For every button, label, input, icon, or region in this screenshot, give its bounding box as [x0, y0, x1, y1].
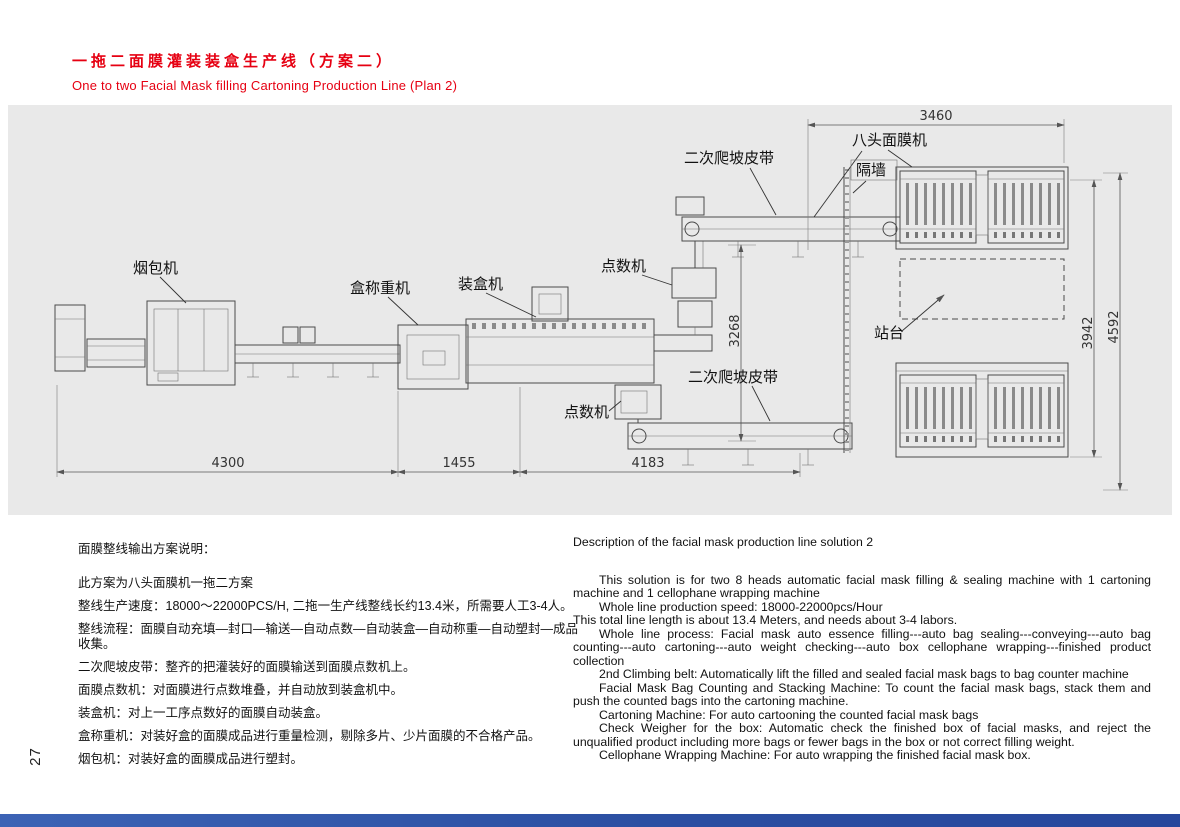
cellophane-machine-drawing: [54, 300, 236, 386]
zh-line-overview: 此方案为八头面膜机一拖二方案: [78, 576, 254, 590]
en-para-speed: Whole line production speed: 18000-22000…: [599, 599, 883, 614]
zh-line-process: 整线流程：面膜自动充填—封口—输送—自动点数—自动装盒—自动称重—自动塑封—成品…: [78, 622, 579, 651]
machine-labels: 烟包机 盒称重机 装盒机 点数机 二次爬坡皮带 八头面膜机 隔墙 站台 二次爬坡…: [133, 132, 945, 422]
zh-line-cellophane-machine: 烟包机：对装好盒的面膜成品进行塑封。: [78, 752, 304, 766]
dimension-4300-label: 4300: [211, 456, 244, 471]
counting-machine-top-drawing: [671, 241, 717, 335]
dimension-right-inner: 3942: [1070, 179, 1102, 458]
label-platform: 站台: [874, 325, 904, 342]
en-para-cartoning-machine: Cartoning Machine: For auto cartooning t…: [599, 707, 979, 722]
en-para-process: Whole line process: Facial mask auto ess…: [573, 626, 1151, 668]
counting-machine-bottom-drawing: [614, 384, 662, 423]
dimension-bottom-row: 4300 1455 4183: [56, 385, 801, 477]
label-eight-head-machine: 八头面膜机: [852, 132, 927, 149]
description-english: Description of the facial mask productio…: [573, 535, 1151, 763]
dimension-1455-label: 1455: [442, 456, 475, 471]
dimension-4592-label: 4592: [1107, 310, 1122, 343]
conveyor-drawing: [234, 326, 401, 378]
dimension-3268-label: 3268: [728, 314, 743, 347]
description-chinese: 面膜整线输出方案说明： 此方案为八头面膜机一拖二方案 整线生产速度：18000～…: [78, 538, 583, 775]
label-counting-machine-top: 点数机: [601, 258, 646, 275]
label-partition-wall: 隔墙: [856, 162, 886, 179]
climbing-belt-top-drawing: [675, 196, 901, 258]
cartoning-machine-drawing: [465, 286, 713, 384]
description-zh-heading: 面膜整线输出方案说明：: [78, 542, 216, 556]
description-en-heading: Description of the facial mask productio…: [573, 535, 874, 549]
dimension-3460-label: 3460: [919, 109, 952, 124]
label-cartoning-machine: 装盒机: [458, 276, 503, 293]
en-para-solution: This solution is for two 8 heads automat…: [573, 572, 1151, 600]
line-layout-drawing: 3460 3942 4592 3268 4300 1455 4183 烟包机: [54, 109, 1128, 491]
en-para-climbing-belt: 2nd Climbing belt: Automatically lift th…: [599, 667, 1129, 681]
label-check-weigher: 盒称重机: [350, 280, 410, 297]
en-para-cellophane-machine: Cellophane Wrapping Machine: For auto wr…: [599, 748, 1031, 762]
label-climbing-belt-top: 二次爬坡皮带: [684, 150, 774, 167]
page-header: 一拖二面膜灌装装盒生产线（方案二） One to two Facial Mask…: [72, 50, 457, 93]
zh-line-climbing-belt: 二次爬坡皮带：整齐的把灌装好的面膜输送到面膜点数机上。: [78, 660, 416, 674]
label-cellophane-machine: 烟包机: [133, 260, 178, 277]
page-title-chinese: 一拖二面膜灌装装盒生产线（方案二）: [72, 53, 396, 70]
footer-bar: [0, 814, 1180, 827]
zh-line-counting-machine: 面膜点数机：对面膜进行点数堆叠，并自动放到装盒机中。: [78, 683, 404, 697]
dimension-center-height: 3268: [728, 244, 756, 442]
production-line-diagram: 3460 3942 4592 3268 4300 1455 4183 烟包机: [8, 105, 1172, 515]
dimension-top-width: 3460: [807, 109, 1065, 250]
en-para-counting-machine: Facial Mask Bag Counting and Stacking Ma…: [573, 680, 1151, 708]
en-para-length: This total line length is about 13.4 Met…: [573, 613, 958, 627]
zh-line-cartoning-machine: 装盒机：对上一工序点数好的面膜自动装盒。: [78, 706, 329, 720]
label-counting-machine-bottom: 点数机: [564, 404, 609, 421]
zh-line-check-weigher: 盒称重机：对装好盒的面膜成品进行重量检测，剔除多片、少片面膜的不合格产品。: [78, 729, 541, 743]
en-para-check-weigher: Check Weigher for the box: Automatic che…: [573, 721, 1151, 749]
dimension-right-outer: 4592: [1103, 172, 1128, 491]
dimension-4183-label: 4183: [631, 456, 664, 471]
check-weigher-drawing: [397, 324, 469, 390]
label-climbing-belt-bottom: 二次爬坡皮带: [688, 369, 778, 386]
dimension-3942-label: 3942: [1081, 316, 1096, 349]
page-number: 27: [26, 747, 44, 766]
partition-wall-drawing: [843, 167, 851, 453]
mask-machine-bottom-drawing: [896, 363, 1068, 457]
page-title-english: One to two Facial Mask filling Cartoning…: [72, 78, 458, 93]
zh-line-speed: 整线生产速度：18000～22000PCS/H, 二拖一生产线整线长约13.4米…: [78, 599, 573, 613]
mask-machine-top-drawing: [896, 167, 1068, 249]
platform-drawing: [899, 258, 1065, 320]
